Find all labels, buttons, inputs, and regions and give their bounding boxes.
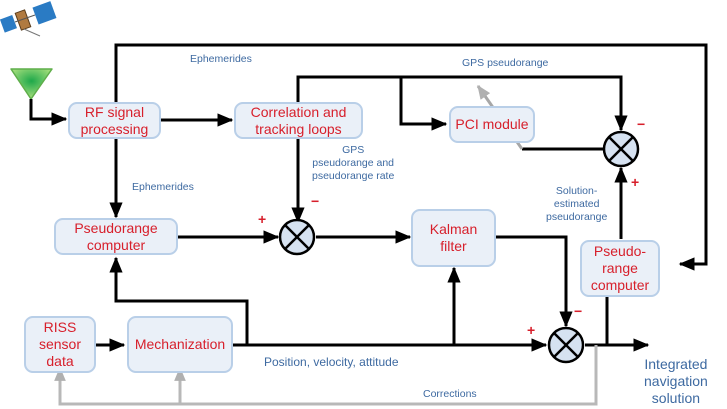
pva-label: Position, velocity, attitude (264, 355, 399, 369)
sign-bottom-minus: − (574, 303, 583, 319)
solution-estimated-label: Solution- estimated pseudorange (546, 185, 608, 223)
pseudorange-computer-right-block: Pseudo- range computer (580, 240, 660, 297)
summing-junction-bottom (547, 326, 585, 364)
kalman-filter-block: Kalman filter (411, 209, 496, 267)
sign-bottom-plus: + (527, 322, 536, 338)
satellite-icon (0, 1, 57, 37)
gps-pseudorange-rate-label: GPS pseudorange and pseudorange rate (312, 144, 395, 182)
sign-mid-minus: − (311, 193, 320, 209)
to-pci-line (399, 77, 448, 131)
sign-top-minus: − (637, 116, 646, 132)
riss-sensor-data-block: RISS sensor data (24, 316, 96, 373)
kalman-to-sum-line (494, 235, 573, 328)
gps-pseudorange-label: GPS pseudorange (462, 57, 549, 69)
corrections-riss-line (54, 366, 180, 406)
correlation-tracking-block: Correlation and tracking loops (234, 102, 363, 139)
pci-module-block: PCI module (449, 106, 535, 143)
summing-junction-top (602, 130, 640, 168)
sign-mid-plus: + (258, 211, 267, 227)
to-prl-line (109, 256, 249, 345)
integrated-navigation-solution-label: Integrated navigation solution (644, 356, 708, 406)
signal-lines (29, 43, 708, 352)
ephemerides-top-line (114, 43, 708, 271)
pseudorange-computer-left-block: Pseudorange computer (54, 218, 178, 255)
ephemerides-top-label: Ephemerides (190, 53, 252, 65)
mechanization-block: Mechanization (127, 316, 233, 373)
corrections-line (174, 345, 598, 406)
sign-top-plus: + (631, 174, 640, 190)
summing-junction-mid (278, 218, 316, 256)
ephemerides-mid-label: Ephemerides (132, 181, 194, 193)
rf-signal-processing-block: RF signal processing (68, 102, 161, 139)
antenna-icon (10, 68, 53, 100)
antenna-to-rf-line (29, 99, 68, 126)
corrections-label: Corrections (423, 388, 477, 400)
gps-pseudorange-line (296, 75, 628, 132)
